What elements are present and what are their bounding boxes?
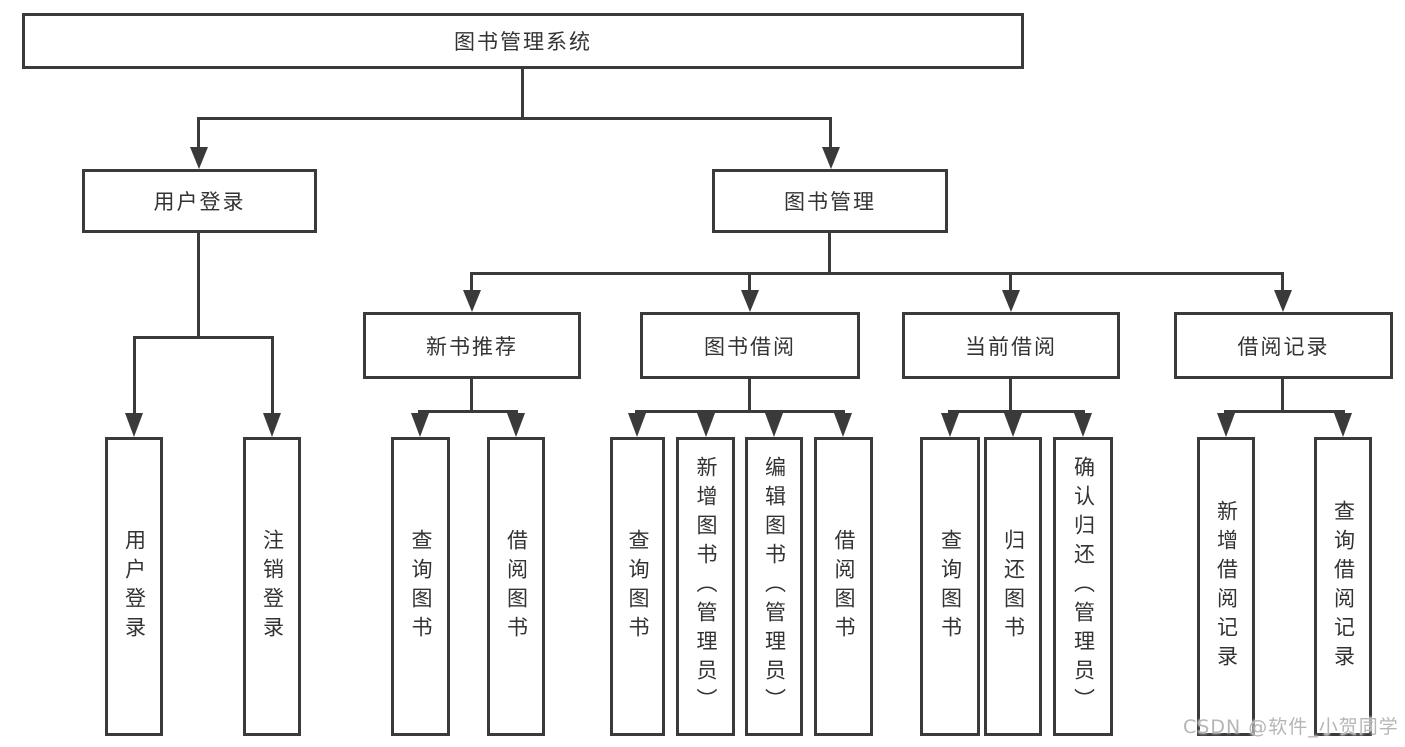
arrow-down-to-borrow-books-2: [834, 413, 852, 437]
node-new-book-recommendation: 新书推荐: [363, 312, 581, 379]
connector-new-book-bar: [418, 410, 518, 413]
leaf-edit-books-admin: 编辑图书（管理员）: [745, 437, 803, 736]
node-current-borrowing: 当前借阅: [902, 312, 1120, 379]
connector-drop-new-book: [470, 272, 473, 292]
leaf-borrow-books-newbook: 借阅图书: [487, 437, 545, 736]
leaf-label: 注销登录: [260, 528, 285, 645]
leaf-label: 新增图书（管理员）: [694, 456, 719, 717]
leaf-confirm-return-admin: 确认归还（管理员）: [1053, 437, 1113, 736]
leaf-label: 查询借阅记录: [1331, 499, 1356, 674]
arrow-down-to-query-record: [1334, 413, 1352, 437]
arrow-down-to-borrow-books-1: [507, 413, 525, 437]
leaf-label: 借阅图书: [832, 528, 857, 645]
leaf-label: 借阅图书: [504, 528, 529, 645]
arrow-down-to-add-books: [697, 413, 715, 437]
node-label: 新书推荐: [426, 334, 518, 359]
node-label: 图书管理系统: [454, 30, 592, 54]
leaf-query-books-current: 查询图书: [920, 437, 980, 736]
leaf-query-books-borrowing: 查询图书: [610, 437, 665, 736]
connector-new-book-stem: [470, 379, 473, 412]
connector-drop-book-borrow: [748, 272, 751, 292]
connector-user-login-bar: [133, 336, 274, 339]
arrow-down-to-confirm-return: [1074, 413, 1092, 437]
leaf-query-books-newbook: 查询图书: [391, 437, 450, 736]
node-book-borrowing: 图书借阅: [640, 312, 860, 379]
connector-drop-current-borrow: [1009, 272, 1012, 292]
connector-user-login-stem: [197, 233, 200, 338]
connector-drop-borrow-records: [1281, 272, 1284, 292]
connector-root-bar: [197, 117, 832, 120]
arrow-down-to-query-books-2: [628, 413, 646, 437]
arrow-down-to-add-record: [1217, 413, 1235, 437]
connector-drop-leaf-user-login: [133, 336, 136, 413]
leaf-query-borrow-record: 查询借阅记录: [1314, 437, 1372, 736]
leaf-return-books: 归还图书: [984, 437, 1042, 736]
arrow-down-to-query-books-1: [411, 413, 429, 437]
connector-drop-book-management: [829, 117, 832, 149]
connector-drop-leaf-logout: [271, 336, 274, 413]
arrow-down-to-return-books: [1004, 413, 1022, 437]
leaf-add-borrow-record: 新增借阅记录: [1197, 437, 1255, 736]
node-label: 图书借阅: [704, 334, 796, 359]
node-borrowing-records: 借阅记录: [1174, 312, 1393, 379]
connector-drop-user-login: [197, 117, 200, 149]
connector-borrow-records-bar: [1224, 410, 1345, 413]
leaf-add-books-admin: 新增图书（管理员）: [676, 437, 735, 736]
node-library-management-system: 图书管理系统: [22, 13, 1024, 69]
arrow-down-to-leaf-user-login: [125, 413, 143, 437]
leaf-label: 新增借阅记录: [1214, 499, 1239, 674]
node-user-login: 用户登录: [82, 169, 317, 233]
connector-current-borrow-stem: [1009, 379, 1012, 412]
leaf-user-login: 用户登录: [105, 437, 163, 736]
node-label: 借阅记录: [1237, 334, 1330, 359]
arrow-down-to-leaf-logout: [263, 413, 281, 437]
leaf-label: 归还图书: [1001, 528, 1026, 645]
leaf-label: 用户登录: [122, 528, 147, 645]
arrow-down-to-edit-books: [765, 413, 783, 437]
connector-root-stem: [521, 69, 524, 117]
node-label: 用户登录: [153, 190, 246, 214]
node-label: 当前借阅: [965, 334, 1057, 359]
arrow-down-to-current-borrow: [1002, 290, 1020, 312]
arrow-down-to-borrow-records: [1274, 290, 1292, 312]
leaf-label: 查询图书: [938, 528, 963, 645]
csdn-watermark: CSDN @软件_小贺同学: [1183, 716, 1399, 738]
connector-book-borrow-bar: [635, 410, 845, 413]
leaf-label: 编辑图书（管理员）: [762, 456, 787, 717]
arrow-down-to-book-borrow: [741, 290, 759, 312]
arrow-down-to-query-books-3: [941, 413, 959, 437]
leaf-label: 查询图书: [626, 528, 651, 645]
connector-current-borrow-bar: [948, 410, 1085, 413]
connector-book-management-bar: [470, 272, 1283, 275]
arrow-down-to-user-login: [190, 147, 208, 169]
leaf-logout: 注销登录: [243, 437, 301, 736]
node-label: 图书管理: [784, 190, 876, 214]
connector-borrow-records-stem: [1281, 379, 1284, 412]
leaf-label: 确认归还（管理员）: [1071, 456, 1096, 717]
leaf-label: 查询图书: [409, 528, 434, 645]
arrow-down-to-book-management: [822, 147, 840, 169]
connector-book-management-stem: [828, 233, 831, 274]
leaf-borrow-books-borrowing: 借阅图书: [814, 437, 873, 736]
node-book-management: 图书管理: [712, 169, 948, 233]
arrow-down-to-new-book: [463, 290, 481, 312]
connector-book-borrow-stem: [748, 379, 751, 412]
